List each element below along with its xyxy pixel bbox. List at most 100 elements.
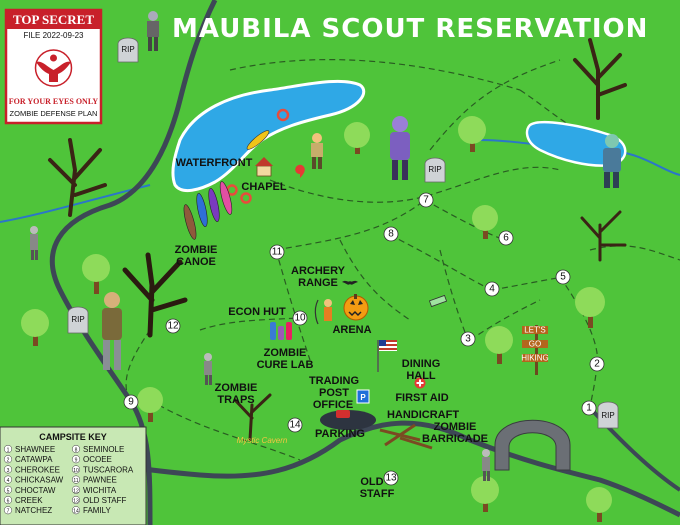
campsite-key-name: CATAWPA [15,455,53,464]
label-zombie-traps-2: TRAPS [217,394,254,406]
zombie-icon [390,116,410,180]
sign-go: GO [529,340,541,349]
svg-text:4: 4 [489,284,495,295]
campsite-key-number-circle [3,485,13,494]
tree-icon [344,122,370,154]
south-road [0,420,680,518]
campsite-key-name: OLD STAFF [83,496,127,505]
campsite-key-number-circle [3,444,13,454]
svg-text:11: 11 [272,247,283,258]
rip-label: RIP [601,411,614,420]
campsite-marker: 9 [123,394,139,410]
location-pin-icon [295,164,305,178]
stamp-header: TOP SECRET [13,12,94,27]
tombstone-icon: RIP [117,37,139,63]
mystic-cavern-sign: Mystic Cavern [237,436,288,445]
rip-label: RIP [71,315,84,324]
tree-icon [586,487,612,522]
flag-icon [377,340,397,372]
campsite-key-name: NATCHEZ [15,506,52,515]
dead-tree-icon [122,252,188,338]
label-old-staff-1: OLD [360,476,383,488]
parking-lot [320,410,376,430]
hiking-signpost: LET'S GO HIKING [521,325,549,375]
campsite-key-number-circle [71,465,81,474]
campsite-key-name: CHEROKEE [15,465,60,474]
zombie-icon [482,449,490,481]
label-trading-1: TRADING [309,375,359,387]
label-zombie-traps-1: ZOMBIE [215,382,258,394]
label-arena: ARENA [332,324,371,336]
parking-sign-icon: P [356,389,370,404]
campsite-key-number-circle [3,465,13,474]
bat-icon [342,280,358,285]
campsite-key-number-circle [71,475,81,484]
dead-trees [48,38,627,442]
rip-label: RIP [121,45,134,54]
sign-hiking: HIKING [521,354,549,363]
campsite-marker: 1 [581,400,597,416]
campsite-key-number-circle [3,475,13,484]
campsite-key-number: 9 [75,458,78,464]
svg-text:5: 5 [560,272,566,283]
campsite-key-name: WICHITA [83,486,117,495]
campsite-key-number: 5 [7,488,10,494]
campsite-key-name: PAWNEE [83,476,117,485]
stamp-plan: ZOMBIE DEFENSE PLAN [10,109,98,118]
campsite-key-number-circle [71,485,81,494]
cure-lab-bottles-icon [270,322,292,340]
campsite-key-item: 3 CHEROKEE [3,465,60,474]
tree-icon [485,326,513,364]
tree-icon [472,205,498,239]
campsite-marker: 3 [460,331,476,347]
campsite-key-name: SHAWNEE [15,445,55,454]
tree-icon [458,116,486,152]
campsite-key-number-circle [3,495,13,505]
label-trading-2: POST [319,387,349,399]
campsite-key-item: 11 PAWNEE [71,475,117,485]
svg-text:2: 2 [594,359,600,370]
label-parking: PARKING [315,428,365,440]
campsite-key-number: 2 [7,458,10,464]
pumpkin-icon [343,294,369,321]
waterfront-lake [171,79,366,193]
campsite-marker: 8 [383,226,399,242]
campsite-key-number: 13 [73,499,79,505]
top-secret-stamp: TOP SECRET FILE 2022-09-23 FOR YOUR EYES… [4,8,103,125]
campsite-key-item: 2 CATAWPA [3,455,53,464]
zombie-icon [30,226,38,260]
campsite-key-number-circle [3,506,13,515]
campsite-marker: 5 [555,269,571,285]
campsite-key-number: 11 [73,478,78,484]
hiker-icon [311,133,323,169]
campsite-key-name: SEMINOLE [83,445,124,454]
zombie-icon [147,11,159,51]
label-waterfront: WATERFRONT [176,157,253,169]
stamp-eyes-only: FOR YOUR EYES ONLY [9,97,99,106]
trees [21,116,612,522]
label-econ-hut: ECON HUT [228,306,286,318]
label-barricade-2: BARRICADE [422,433,488,445]
svg-text:6: 6 [503,233,509,244]
eagle-seal-icon [34,49,73,87]
svg-text:P: P [360,393,366,402]
campsite-key-number-circle [71,455,81,464]
tree-icon [471,476,499,512]
bench-icon [428,294,448,308]
kayak-icon [246,130,270,150]
rip-label: RIP [428,165,441,174]
archer-icon [314,299,332,325]
stream-west [0,184,151,223]
dead-tree-icon [573,38,627,120]
svg-text:10: 10 [294,313,306,324]
campsite-key-title: CAMPSITE KEY [39,432,107,442]
campsite-marker: 2 [589,356,605,372]
svg-text:7: 7 [423,195,429,206]
main-road [49,0,218,525]
sign-lets: LET'S [524,326,546,335]
dead-tree-icon [233,393,272,442]
campsite-key-number: 3 [7,468,10,474]
